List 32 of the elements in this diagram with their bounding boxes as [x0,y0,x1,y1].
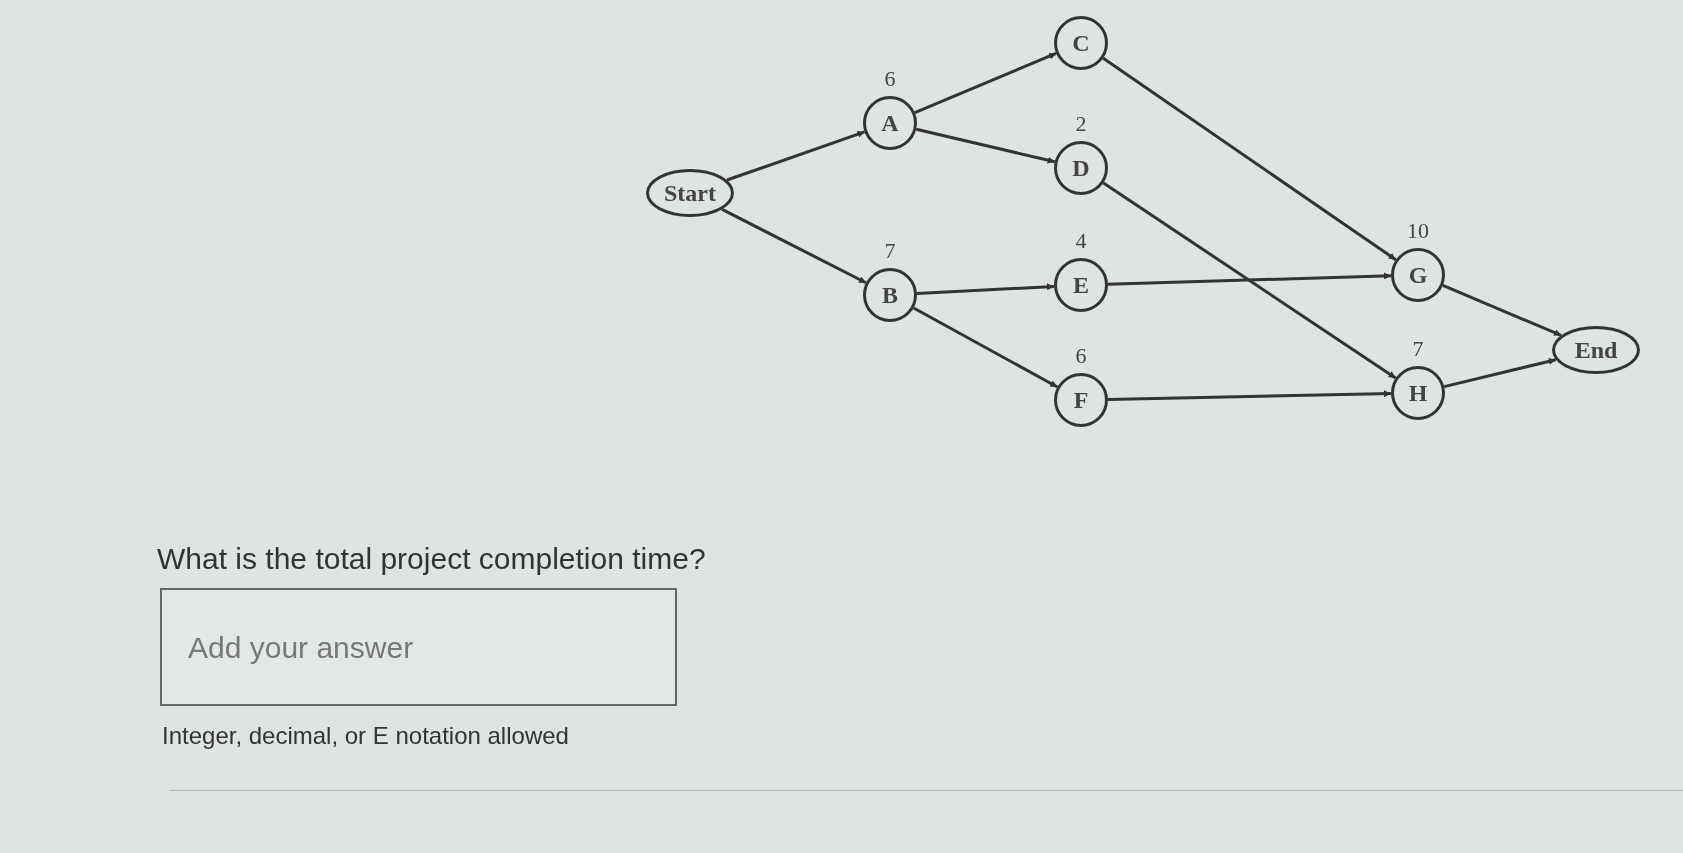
event-ellipse: Start [646,169,734,217]
arrow [1102,57,1397,261]
arrow [916,283,1055,296]
activity-circle: D [1054,141,1108,195]
activity-circle: H [1391,366,1445,420]
arrow [726,130,865,182]
activity-circle: G [1391,248,1445,302]
arrow [1443,357,1557,389]
activity-circle: F [1054,373,1108,427]
arrow [1107,272,1392,286]
hint-text: Integer, decimal, or E notation allowed [162,721,569,751]
question-text: What is the total project completion time? [157,541,706,577]
arrow [1442,284,1562,337]
arrow [1102,181,1397,380]
activity-circle: E [1054,258,1108,312]
arrow [1107,390,1392,401]
activity-circle: A [863,96,917,150]
input-field: Add your answer [160,588,677,706]
arrow [915,127,1056,164]
duration-label: 6 [1074,345,1088,367]
duration-label: 4 [1074,230,1088,252]
duration-label: 6 [883,68,897,90]
activity-circle: B [863,268,917,322]
duration-label: 10 [1406,220,1430,242]
arrow [912,306,1059,389]
event-ellipse: End [1552,326,1640,374]
arrow [721,208,867,285]
duration-label: 2 [1074,113,1088,135]
duration-label: 7 [1411,338,1425,360]
duration-label: 7 [883,240,897,262]
arrow [914,52,1057,114]
activity-circle: C [1054,16,1108,70]
